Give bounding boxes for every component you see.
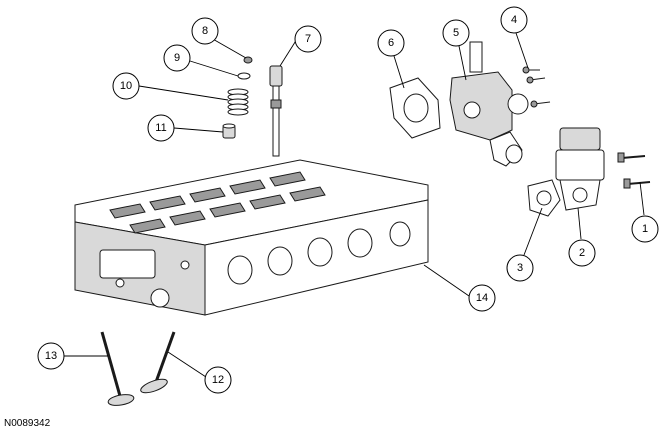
spark-plug <box>269 65 283 157</box>
callout-6-number: 6 <box>388 37 394 49</box>
egr-gasket <box>527 179 561 217</box>
callout-1: 1 <box>631 215 659 243</box>
callout-11: 11 <box>147 114 175 142</box>
callout-12: 12 <box>204 366 232 394</box>
callout-8: 8 <box>191 17 219 45</box>
callout-1-number: 1 <box>642 223 648 235</box>
valve-stem-seal <box>222 123 236 139</box>
callout-3: 3 <box>506 254 534 282</box>
valve-spring <box>227 88 249 116</box>
callout-9-number: 9 <box>174 52 180 64</box>
callout-8-number: 8 <box>202 25 208 37</box>
callout-13: 13 <box>37 342 65 370</box>
callout-5-number: 5 <box>453 27 459 39</box>
callout-2-number: 2 <box>579 247 585 259</box>
callout-4: 4 <box>500 6 528 34</box>
bolts <box>522 66 551 108</box>
callout-7-number: 7 <box>305 33 311 45</box>
callout-2: 2 <box>568 239 596 267</box>
callout-5: 5 <box>442 19 470 47</box>
egr-bolts <box>617 152 651 189</box>
thermostat-housing <box>449 41 529 167</box>
callout-13-number: 13 <box>45 350 57 362</box>
spring-seat-washer <box>237 72 251 80</box>
intake-valve <box>140 331 176 394</box>
leader-lines <box>64 32 645 378</box>
figure-reference-code: N0089342 <box>4 418 51 429</box>
egr-valve <box>555 127 605 211</box>
callout-9: 9 <box>163 44 191 72</box>
gasket <box>389 77 441 139</box>
callout-11-number: 11 <box>155 122 166 134</box>
cylinder-head <box>74 159 429 316</box>
callout-10-number: 10 <box>120 80 132 92</box>
exhaust-valve <box>100 331 135 406</box>
callout-12-number: 12 <box>212 374 224 386</box>
callout-14-number: 14 <box>476 292 488 304</box>
callout-6: 6 <box>377 29 405 57</box>
callout-7: 7 <box>294 25 322 53</box>
callout-4-number: 4 <box>511 14 517 26</box>
callout-10: 10 <box>112 72 140 100</box>
callout-3-number: 3 <box>517 262 523 274</box>
callout-14: 14 <box>468 284 496 312</box>
valve-keeper <box>243 56 253 64</box>
